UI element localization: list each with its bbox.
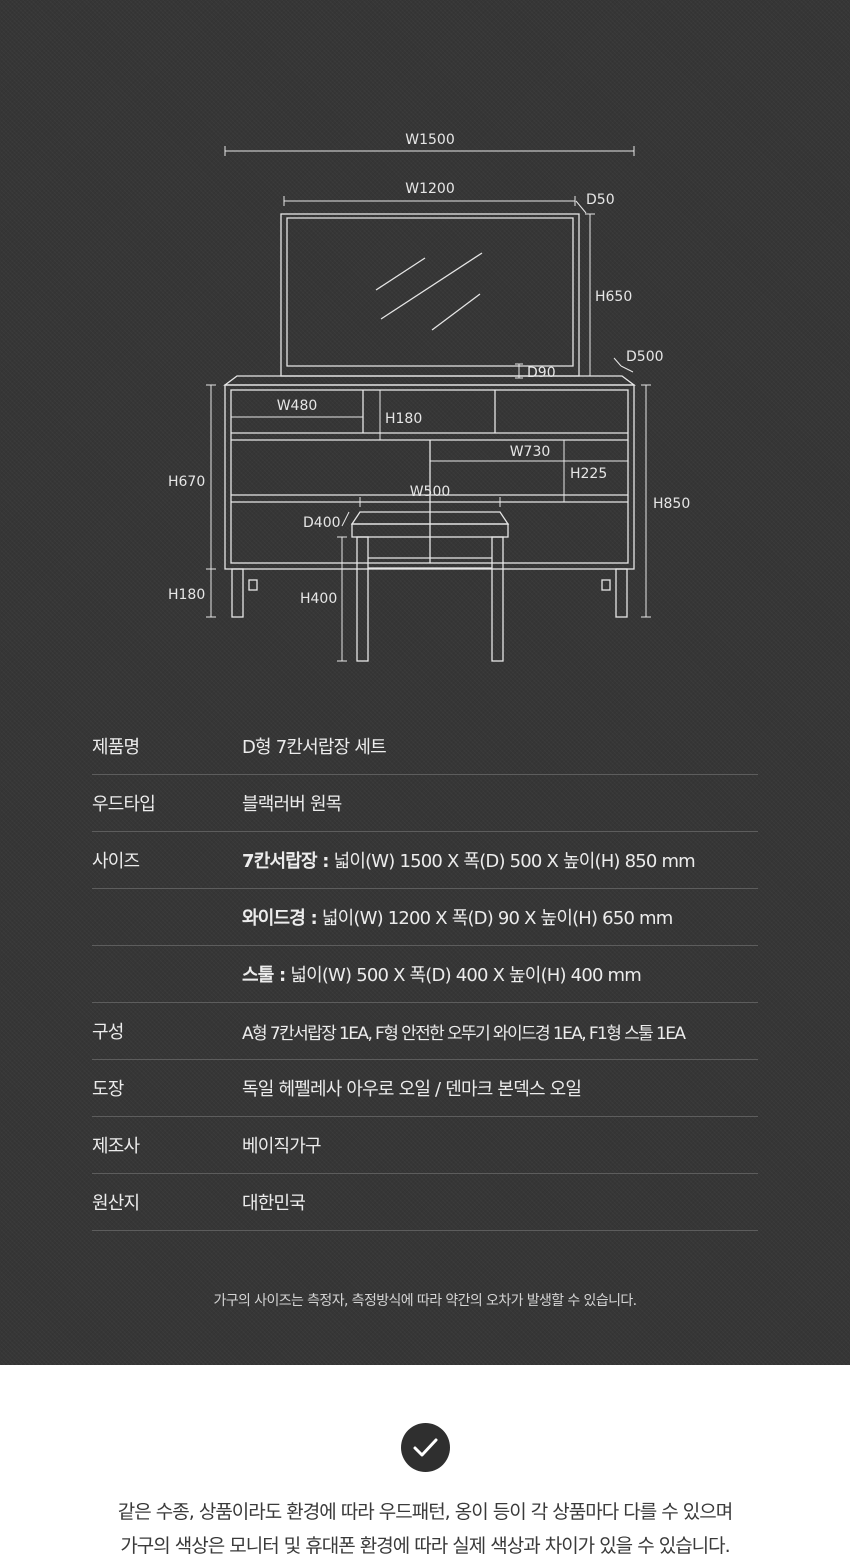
spec-value: 와이드경 : 넓이(W) 1200 X 폭(D) 90 X 높이(H) 650 … [242, 908, 673, 929]
cabinet-leg [615, 568, 628, 618]
dim-label-h650: H650 [595, 289, 632, 305]
dim-label-h670: H670 [168, 474, 205, 490]
stool-leg [491, 536, 504, 662]
spec-row-composition: 구성 A형 7칸서랍장 1EA, F형 안전한 오뚜기 와이드경 1EA, F1… [92, 1003, 758, 1060]
mirror-glare [380, 252, 483, 320]
cabinet-body [224, 384, 635, 570]
check-circle-icon [401, 1423, 450, 1472]
stool-leg [356, 536, 369, 662]
spec-row-wood-type: 우드타입 블랙러버 원목 [92, 775, 758, 832]
spec-row-origin: 원산지 대한민국 [92, 1174, 758, 1231]
cabinet-top [223, 375, 636, 386]
spec-table: 제품명 D형 7칸서랍장 세트 우드타입 블랙러버 원목 사이즈 7칸서랍장 :… [92, 718, 758, 1231]
dimension-lines [206, 146, 651, 662]
dim-label-w1200: W1200 [405, 181, 454, 197]
dim-label-h400: H400 [300, 591, 337, 607]
mirror-glare [431, 293, 481, 331]
spec-label: 도장 [92, 1079, 124, 1100]
dim-label-h180-drawer: H180 [385, 411, 422, 427]
furniture-drawing [223, 213, 636, 662]
mirror-glare [375, 257, 426, 291]
spec-value: 독일 헤펠레사 아우로 오일 / 덴마크 본덱스 오일 [242, 1079, 582, 1100]
notice-line: 가구의 색상은 모니터 및 휴대폰 환경에 따라 실제 색상과 차이가 있을 수… [120, 1535, 730, 1557]
spec-value: 베이직가구 [242, 1136, 322, 1157]
spec-value: 7칸서랍장 : 넓이(W) 1500 X 폭(D) 500 X 높이(H) 85… [242, 851, 696, 872]
color-notice-text: 같은 수종, 상품이라도 환경에 따라 우드패턴, 옹이 등이 각 상품마다 다… [0, 1495, 850, 1563]
size-tolerance-note: 가구의 사이즈는 측정자, 측정방식에 따라 약간의 오차가 발생할 수 있습니… [213, 1293, 637, 1309]
notice-line: 같은 수종, 상품이라도 환경에 따라 우드패턴, 옹이 등이 각 상품마다 다… [117, 1501, 733, 1523]
spec-value: A형 7칸서랍장 1EA, F형 안전한 오뚜기 와이드경 1EA, F1형 스… [242, 1023, 686, 1044]
dim-label-d50: D50 [586, 192, 615, 208]
dim-label-w1500: W1500 [405, 132, 454, 148]
dim-label-d500: D500 [626, 349, 664, 365]
color-notice-section: 같은 수종, 상품이라도 환경에 따라 우드패턴, 옹이 등이 각 상품마다 다… [0, 1365, 850, 1566]
dim-label-d90: D90 [527, 365, 556, 381]
stool-seat [351, 523, 509, 538]
spec-row-finish: 도장 독일 헤펠레사 아우로 오일 / 덴마크 본덱스 오일 [92, 1060, 758, 1117]
dim-label-h850: H850 [653, 496, 690, 512]
dim-label-w730: W730 [510, 444, 551, 460]
dim-label-h180-leg: H180 [168, 587, 205, 603]
spec-value: D형 7칸서랍장 세트 [242, 737, 387, 758]
dim-label-w500: W500 [410, 484, 451, 500]
spec-label: 제조사 [92, 1136, 140, 1157]
spec-value: 스툴 : 넓이(W) 500 X 폭(D) 400 X 높이(H) 400 mm [242, 965, 642, 986]
spec-label: 우드타입 [92, 794, 156, 815]
spec-row-size-stool: 스툴 : 넓이(W) 500 X 폭(D) 400 X 높이(H) 400 mm [92, 946, 758, 1003]
dim-label-d400: D400 [303, 515, 341, 531]
spec-value: 블랙러버 원목 [242, 794, 342, 815]
spec-label: 사이즈 [92, 851, 140, 872]
spec-row-product-name: 제품명 D형 7칸서랍장 세트 [92, 718, 758, 775]
product-spec-panel: W1500 W1200 D50 H650 D500 D90 W480 H180 … [0, 0, 850, 1365]
spec-row-manufacturer: 제조사 베이직가구 [92, 1117, 758, 1174]
cabinet-leg [231, 568, 244, 618]
dimension-diagram: W1500 W1200 D50 H650 D500 D90 W480 H180 … [168, 132, 690, 662]
dim-label-w480: W480 [277, 398, 318, 414]
spec-row-size-drawer: 사이즈 7칸서랍장 : 넓이(W) 1500 X 폭(D) 500 X 높이(H… [92, 832, 758, 889]
dim-label-h225: H225 [570, 466, 607, 482]
spec-label: 원산지 [92, 1193, 140, 1214]
cabinet-foot [248, 579, 258, 591]
mirror-frame [280, 213, 580, 377]
dimension-labels: W1500 W1200 D50 H650 D500 D90 W480 H180 … [168, 132, 690, 607]
mirror-glass [286, 217, 574, 367]
spec-label: 제품명 [92, 737, 140, 758]
spec-label: 구성 [92, 1022, 124, 1043]
spec-row-size-mirror: 와이드경 : 넓이(W) 1200 X 폭(D) 90 X 높이(H) 650 … [92, 889, 758, 946]
spec-value: 대한민국 [242, 1193, 306, 1214]
cabinet-foot [601, 579, 611, 591]
